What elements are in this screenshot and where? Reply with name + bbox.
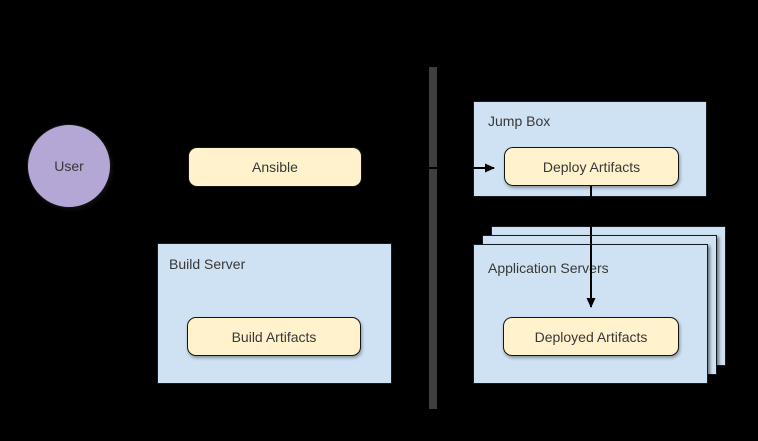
deploy-artifacts-label: Deploy Artifacts (542, 158, 641, 175)
build-artifacts-node: Build Artifacts (187, 317, 361, 356)
user-node-label: User (54, 158, 84, 174)
ansible-node: Ansible (188, 147, 362, 187)
deployed-artifacts-label: Deployed Artifacts (534, 328, 648, 345)
deployed-artifacts-node: Deployed Artifacts (503, 317, 679, 356)
jump-box-label: Jump Box (488, 113, 551, 129)
user-node: User (27, 124, 111, 208)
deploy-artifacts-node: Deploy Artifacts (504, 147, 679, 186)
vertical-divider (429, 67, 437, 409)
build-server-label: Build Server (169, 256, 246, 272)
application-servers-node: Application Servers Deployed Artifacts (473, 244, 708, 384)
build-server-node: Build Server Build Artifacts (157, 243, 392, 384)
build-artifacts-label: Build Artifacts (231, 328, 317, 345)
ansible-node-label: Ansible (252, 159, 298, 175)
application-servers-label: Application Servers (488, 260, 609, 276)
jump-box-node: Jump Box Deploy Artifacts (473, 101, 707, 197)
